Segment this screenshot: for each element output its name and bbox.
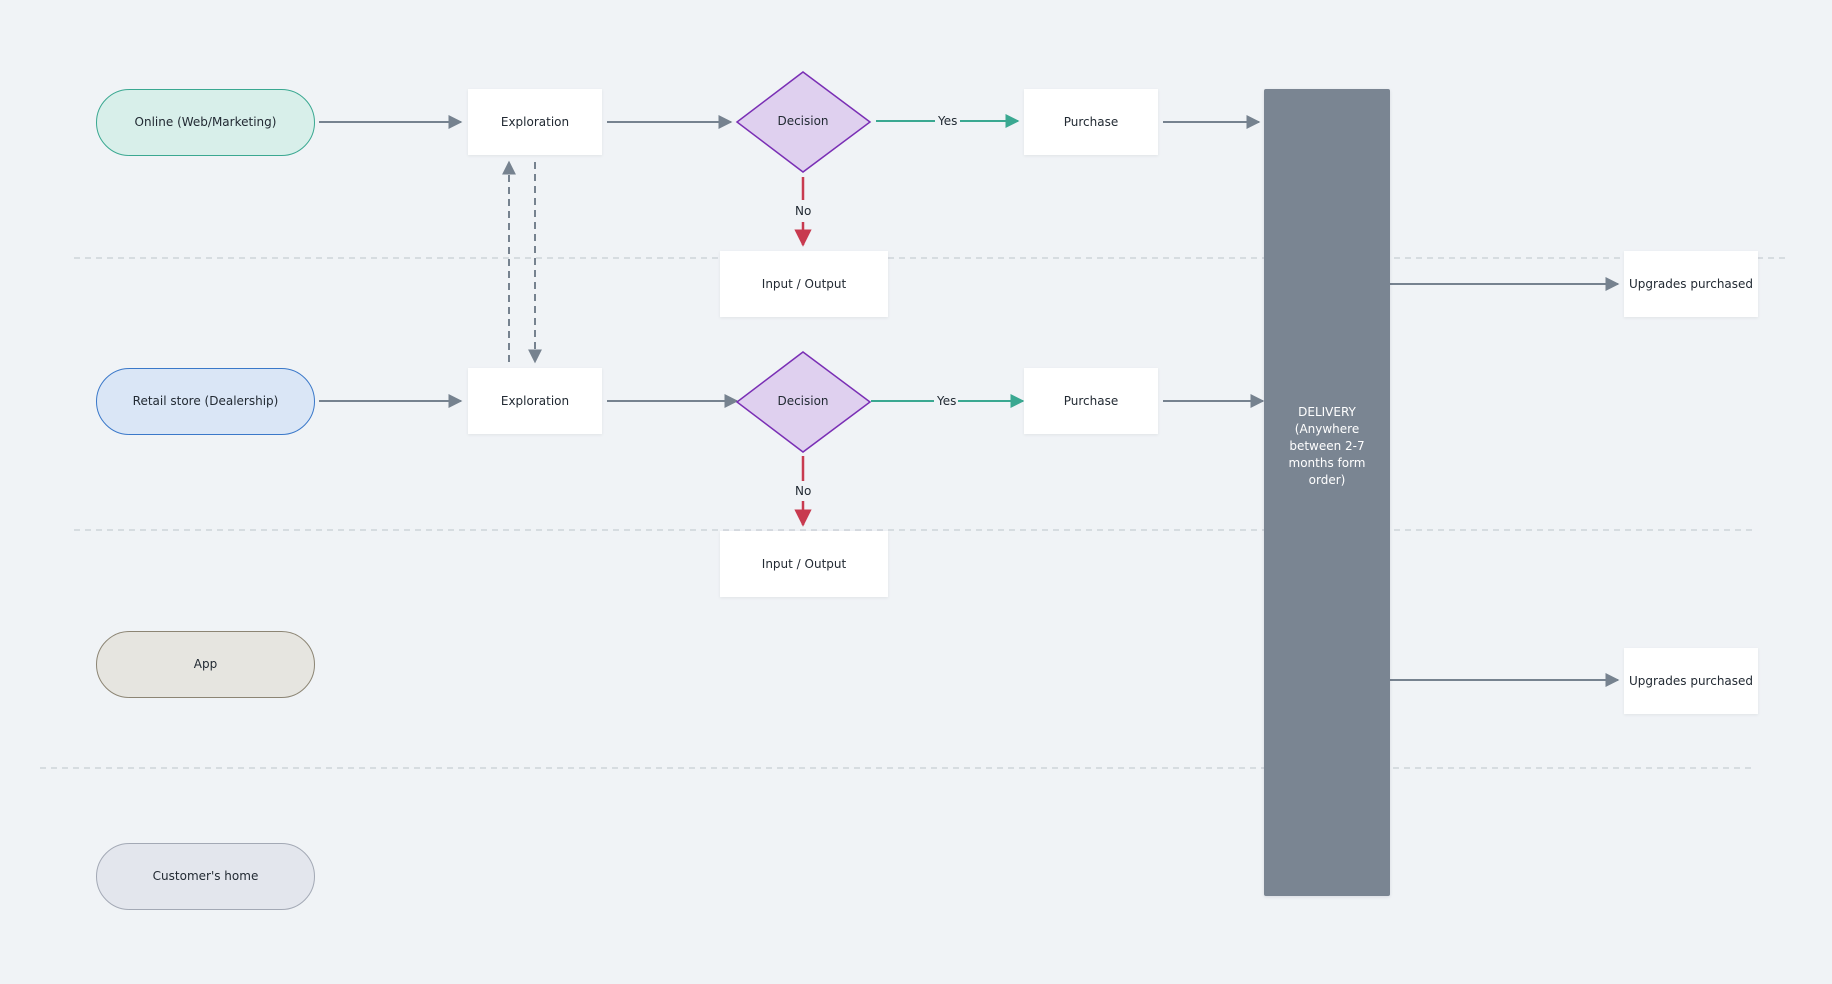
lane-app-label: App <box>193 657 218 671</box>
exploration-label: Exploration <box>500 114 570 129</box>
delivery-label: DELIVERY (Anywhere between 2-7 months fo… <box>1288 405 1366 487</box>
purchase-box[interactable]: Purchase <box>1024 368 1158 434</box>
upgrades-box[interactable]: Upgrades purchased <box>1624 251 1758 317</box>
lane-home-pill[interactable]: Customer's home <box>96 843 315 910</box>
input-output-box[interactable]: Input / Output <box>720 251 888 317</box>
exploration-label: Exploration <box>500 393 570 408</box>
upgrades-box[interactable]: Upgrades purchased <box>1624 648 1758 714</box>
purchase-label: Purchase <box>1063 114 1119 129</box>
decision-diamond[interactable] <box>735 71 872 173</box>
purchase-box[interactable]: Purchase <box>1024 89 1158 155</box>
lane-online-pill[interactable]: Online (Web/Marketing) <box>96 89 315 156</box>
input-output-label: Input / Output <box>761 276 847 291</box>
yes-label: Yes <box>936 113 960 129</box>
delivery-block[interactable]: DELIVERY (Anywhere between 2-7 months fo… <box>1264 89 1390 896</box>
lane-retail-pill[interactable]: Retail store (Dealership) <box>96 368 315 435</box>
lane-retail-label: Retail store (Dealership) <box>132 394 279 408</box>
input-output-box[interactable]: Input / Output <box>720 531 888 597</box>
lane-online-label: Online (Web/Marketing) <box>134 115 277 129</box>
input-output-label: Input / Output <box>761 556 847 571</box>
lane-home-label: Customer's home <box>152 869 259 883</box>
exploration-box[interactable]: Exploration <box>468 368 602 434</box>
yes-label: Yes <box>935 393 959 409</box>
decision-diamond[interactable] <box>735 351 872 453</box>
purchase-label: Purchase <box>1063 393 1119 408</box>
no-label: No <box>793 203 814 219</box>
lane-app-pill[interactable]: App <box>96 631 315 698</box>
upgrades-label: Upgrades purchased <box>1628 276 1754 291</box>
exploration-box[interactable]: Exploration <box>468 89 602 155</box>
upgrades-label: Upgrades purchased <box>1628 673 1754 688</box>
no-label: No <box>793 483 814 499</box>
